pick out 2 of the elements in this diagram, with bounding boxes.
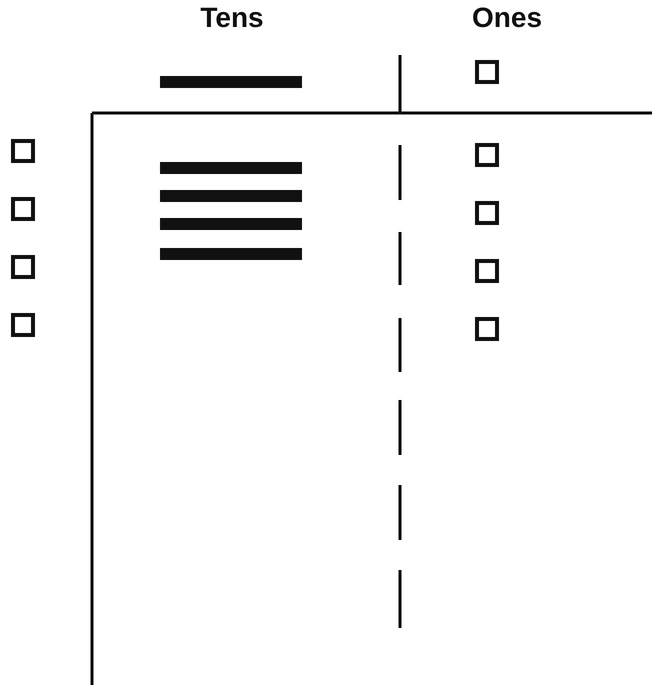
- column-heading: Tens: [200, 4, 264, 32]
- column-heading: Ones: [472, 4, 542, 32]
